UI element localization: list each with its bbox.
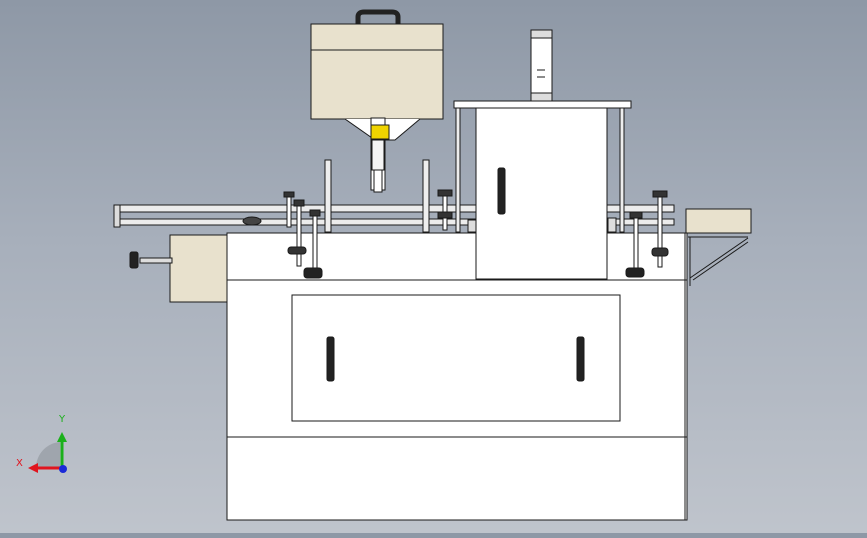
guide-post-right [625, 190, 669, 278]
triad-x-label: X [16, 458, 23, 469]
right-platform [685, 208, 752, 234]
handle-icon [355, 9, 401, 25]
triad-y-label: Y [59, 414, 66, 425]
cabinet-handle [497, 167, 506, 215]
front-panel-door [291, 294, 621, 422]
left-knob [129, 251, 139, 269]
nozzle-valve [370, 124, 390, 140]
guide-post-middle [437, 189, 453, 231]
pneumatic-cylinder [530, 29, 553, 102]
guide-post-left [242, 191, 323, 279]
door-handle-right [576, 336, 585, 382]
cabinet-top-frame [453, 100, 632, 109]
hopper [310, 23, 444, 120]
door-handle-left [326, 336, 335, 382]
coordinate-triad [28, 432, 67, 473]
control-cabinet [475, 100, 608, 280]
left-side-box [169, 234, 229, 303]
